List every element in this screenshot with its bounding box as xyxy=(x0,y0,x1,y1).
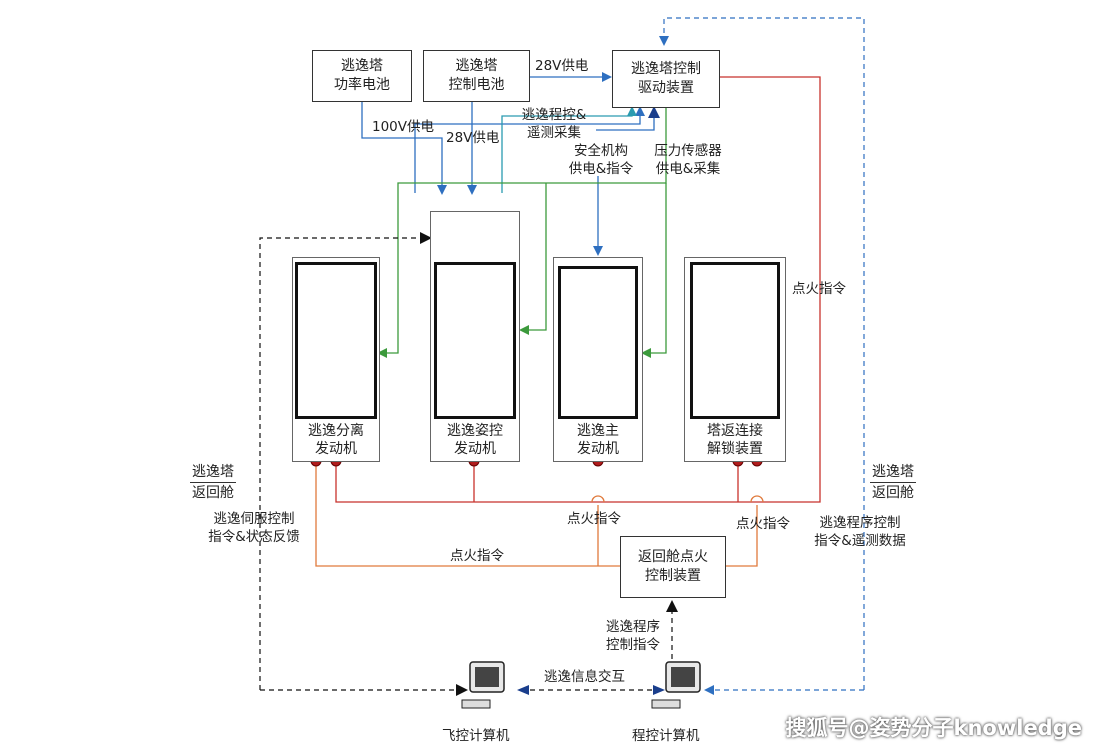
divider-right: 逃逸塔 返回舱 xyxy=(870,462,916,503)
program-computer-label: 程控计算机 xyxy=(632,728,700,744)
attitude-engine-frame xyxy=(434,262,516,419)
flight-computer-label: 飞控计算机 xyxy=(442,728,510,744)
divider-left-top: 逃逸塔 xyxy=(190,462,236,483)
program-cmd-label: 逃逸程序 控制指令 xyxy=(606,619,660,653)
arrowhead-left-icon xyxy=(517,685,529,695)
separation-engine-label: 逃逸分离 发动机 xyxy=(308,423,364,457)
ignition-red-lines xyxy=(335,76,821,503)
power-lines xyxy=(361,72,660,256)
divider-right-top: 逃逸塔 xyxy=(870,462,916,483)
info-exchange-label: 逃逸信息交互 xyxy=(544,669,625,685)
ignition-orange-lines xyxy=(315,465,764,567)
ignition-label-mid-right: 点火指令 xyxy=(736,516,790,532)
main-engine-label: 逃逸主 发动机 xyxy=(577,423,619,457)
pressure-sensor-label: 压力传感器 供电&采集 xyxy=(654,143,722,177)
v28-label-a: 28V供电 xyxy=(446,130,500,146)
program-control-data-label: 逃逸程序控制 指令&遥测数据 xyxy=(814,515,906,549)
divider-left-bottom: 返回舱 xyxy=(192,485,234,501)
ignition-label-bottom: 点火指令 xyxy=(450,548,504,564)
control-battery-box: 逃逸塔 控制电池 xyxy=(423,50,530,102)
safety-mech-label: 安全机构 供电&指令 xyxy=(568,143,634,177)
attitude-engine-panel xyxy=(430,211,520,462)
return-ignition-box: 返回舱点火 控制装置 xyxy=(620,536,726,598)
separation-engine-panel xyxy=(292,257,380,462)
ignition-label-right: 点火指令 xyxy=(792,281,846,297)
unlock-device-label: 塔返连接 解锁装置 xyxy=(707,423,763,457)
unlock-device-frame xyxy=(690,262,780,419)
main-engine-frame xyxy=(558,266,638,419)
separation-engine-frame xyxy=(295,262,377,419)
servo-feedback-label: 逃逸伺服控制 指令&状态反馈 xyxy=(208,511,300,545)
tower-driver-box: 逃逸塔控制 驱动装置 xyxy=(612,50,720,108)
ignition-label-mid: 点火指令 xyxy=(567,511,621,527)
divider-right-bottom: 返回舱 xyxy=(872,485,914,501)
main-engine-panel xyxy=(553,257,643,462)
program-telemetry-label: 逃逸程控& 遥测采集 xyxy=(521,107,587,141)
dashed-blue-lines xyxy=(659,17,865,695)
watermark: 搜狐号@姿势分子knowledge xyxy=(785,716,1083,740)
v100-label: 100V供电 xyxy=(372,119,435,135)
green-lines xyxy=(377,108,667,358)
v28-label-b: 28V供电 xyxy=(535,58,589,74)
dashed-black-lines xyxy=(259,232,678,696)
program-computer-icon xyxy=(651,661,701,709)
unlock-device-panel xyxy=(684,257,786,462)
flight-computer-icon xyxy=(461,661,505,709)
attitude-engine-label: 逃逸姿控 发动机 xyxy=(447,423,503,457)
divider-left: 逃逸塔 返回舱 xyxy=(190,462,236,503)
arrowhead-right-icon xyxy=(653,685,665,695)
power-battery-box: 逃逸塔 功率电池 xyxy=(312,50,412,102)
telemetry-lines xyxy=(501,106,637,193)
